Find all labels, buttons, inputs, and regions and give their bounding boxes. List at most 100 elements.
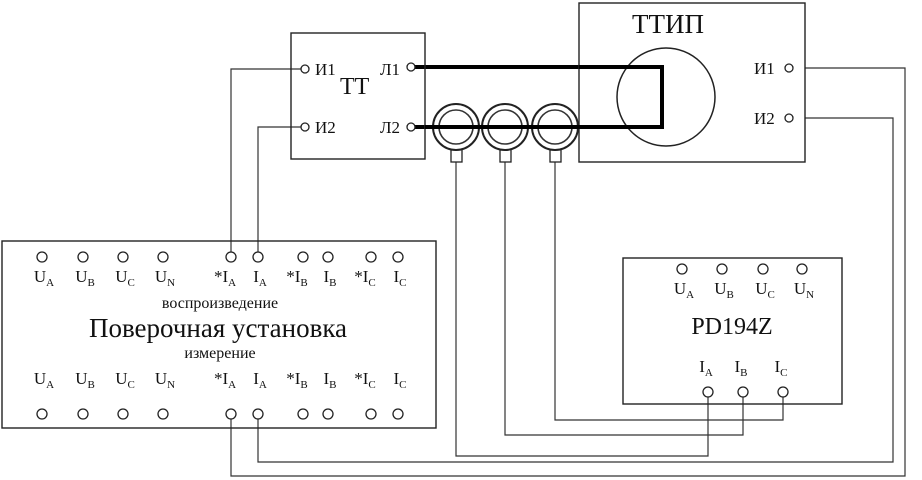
setup-meas-terminal-4[interactable]	[225, 408, 237, 420]
setup-repro-label-1: UB	[75, 267, 95, 289]
clamp-1	[432, 103, 480, 163]
setup-repro-label-5-sub: A	[259, 277, 267, 289]
setup-repro-label-4-sub: A	[228, 277, 236, 289]
pd-current-label-1-sub: B	[740, 367, 747, 379]
setup-repro-label-2: UC	[115, 267, 135, 289]
pd-current-terminal-0[interactable]	[702, 386, 714, 398]
setup-repro-label-6: *IB	[286, 267, 308, 289]
setup-meas-label-9: IC	[393, 369, 406, 391]
pd-current-label-1: IB	[734, 357, 747, 379]
setup-meas-terminal-7[interactable]	[322, 408, 334, 420]
tt-l1-terminal[interactable]	[406, 62, 416, 72]
pd-current-terminal-1[interactable]	[737, 386, 749, 398]
pd-voltage-label-2-sub: C	[767, 289, 774, 301]
setup-meas-label-0-main: U	[34, 369, 46, 388]
setup-frame	[1, 240, 437, 429]
setup-meas-terminal-3[interactable]	[157, 408, 169, 420]
setup-meas-terminal-1[interactable]	[77, 408, 89, 420]
pd-current-label-0-main: I	[699, 357, 705, 376]
setup-meas-label-0: UA	[34, 369, 54, 391]
setup-repro-label-9: IC	[393, 267, 406, 289]
setup-meas-label-1-sub: B	[87, 379, 94, 391]
setup-meas-label-9-sub: C	[399, 379, 406, 391]
setup-meas-label-2-sub: C	[127, 379, 134, 391]
ttip-box: ТТИП И1 И2	[578, 2, 806, 163]
setup-meas-label-3-main: U	[155, 369, 167, 388]
setup-repro-label-6-star: *	[286, 267, 295, 286]
setup-repro-label-1-main: U	[75, 267, 87, 286]
setup-meas-terminal-5[interactable]	[252, 408, 264, 420]
setup-repro-label-0: UA	[34, 267, 54, 289]
setup-meas-label-9-main: I	[393, 369, 399, 388]
pd-current-label-2-sub: C	[780, 367, 787, 379]
setup-repro-label-0-main: U	[34, 267, 46, 286]
tt-i2-terminal[interactable]	[300, 122, 310, 132]
pd-voltage-label-2-main: U	[755, 279, 767, 298]
ttip-title: ТТИП	[632, 9, 704, 39]
ttip-frame	[578, 2, 806, 163]
setup-meas-terminal-0[interactable]	[36, 408, 48, 420]
wire-tt-i1	[230, 68, 301, 254]
clamp-3	[531, 103, 579, 163]
setup-repro-terminal-9[interactable]	[392, 251, 404, 263]
setup-repro-terminal-8[interactable]	[365, 251, 377, 263]
setup-repro-terminal-6[interactable]	[297, 251, 309, 263]
setup-reproduction-label: воспроизведение	[162, 295, 278, 312]
pd-current-label-2-main: I	[774, 357, 780, 376]
setup-repro-terminal-0[interactable]	[36, 251, 48, 263]
pd-current-label-2: IC	[774, 357, 787, 379]
setup-repro-label-3-sub: N	[167, 277, 175, 289]
setup-repro-label-0-sub: A	[46, 277, 54, 289]
setup-meas-terminal-9[interactable]	[392, 408, 404, 420]
tt-l2-label: Л2	[380, 118, 400, 137]
pd-current-terminal-2[interactable]	[777, 386, 789, 398]
tt-i2-label: И2	[315, 118, 336, 137]
setup-meas-label-0-sub: A	[46, 379, 54, 391]
setup-repro-terminal-1[interactable]	[77, 251, 89, 263]
pd-voltage-terminal-2[interactable]	[757, 263, 769, 275]
setup-repro-terminal-7[interactable]	[322, 251, 334, 263]
ttip-i1-terminal[interactable]	[784, 63, 794, 73]
setup-meas-terminal-6[interactable]	[297, 408, 309, 420]
tt-l2-terminal[interactable]	[406, 122, 416, 132]
setup-meas-label-6-sub: B	[300, 379, 307, 391]
setup-repro-terminal-5[interactable]	[252, 251, 264, 263]
wire-clamp1-ia	[455, 162, 709, 457]
tt-box: ТТ И1 И2 Л1 Л2	[290, 32, 426, 160]
setup-meas-terminal-8[interactable]	[365, 408, 377, 420]
setup-repro-label-6-main: I	[295, 267, 301, 286]
setup-repro-terminal-4[interactable]	[225, 251, 237, 263]
setup-repro-label-8-main: I	[363, 267, 369, 286]
setup-repro-label-8-star: *	[354, 267, 363, 286]
pd-voltage-terminal-1[interactable]	[716, 263, 728, 275]
setup-meas-label-2-main: U	[115, 369, 127, 388]
pd-voltage-terminal-0[interactable]	[676, 263, 688, 275]
setup-repro-label-1-sub: B	[87, 277, 94, 289]
pd-voltage-label-0-sub: A	[686, 289, 694, 301]
pd-voltage-terminal-3[interactable]	[796, 263, 808, 275]
setup-repro-label-4-star: *	[214, 267, 223, 286]
setup-box: воспроизведение Поверочная установка изм…	[1, 240, 437, 429]
setup-repro-label-9-main: I	[393, 267, 399, 286]
pd-voltage-label-3-sub: N	[806, 289, 814, 301]
pd-voltage-label-1-main: U	[714, 279, 726, 298]
pd-voltage-label-1-sub: B	[726, 289, 733, 301]
pd194z-frame	[622, 257, 843, 405]
setup-meas-terminal-2[interactable]	[117, 408, 129, 420]
setup-repro-terminal-2[interactable]	[117, 251, 129, 263]
setup-repro-label-4: *IA	[214, 267, 236, 289]
setup-repro-label-5-main: I	[253, 267, 259, 286]
setup-repro-label-5: IA	[253, 267, 267, 289]
tt-i1-terminal[interactable]	[300, 64, 310, 74]
ttip-i2-terminal[interactable]	[784, 113, 794, 123]
setup-meas-label-1-main: U	[75, 369, 87, 388]
pd194z-title: PD194Z	[691, 314, 772, 340]
setup-meas-label-4: *IA	[214, 369, 236, 391]
pd-voltage-label-0: UA	[674, 279, 694, 301]
setup-repro-terminal-3[interactable]	[157, 251, 169, 263]
pd-voltage-label-1: UB	[714, 279, 734, 301]
setup-meas-label-6-main: I	[295, 369, 301, 388]
tt-title: ТТ	[340, 74, 370, 100]
